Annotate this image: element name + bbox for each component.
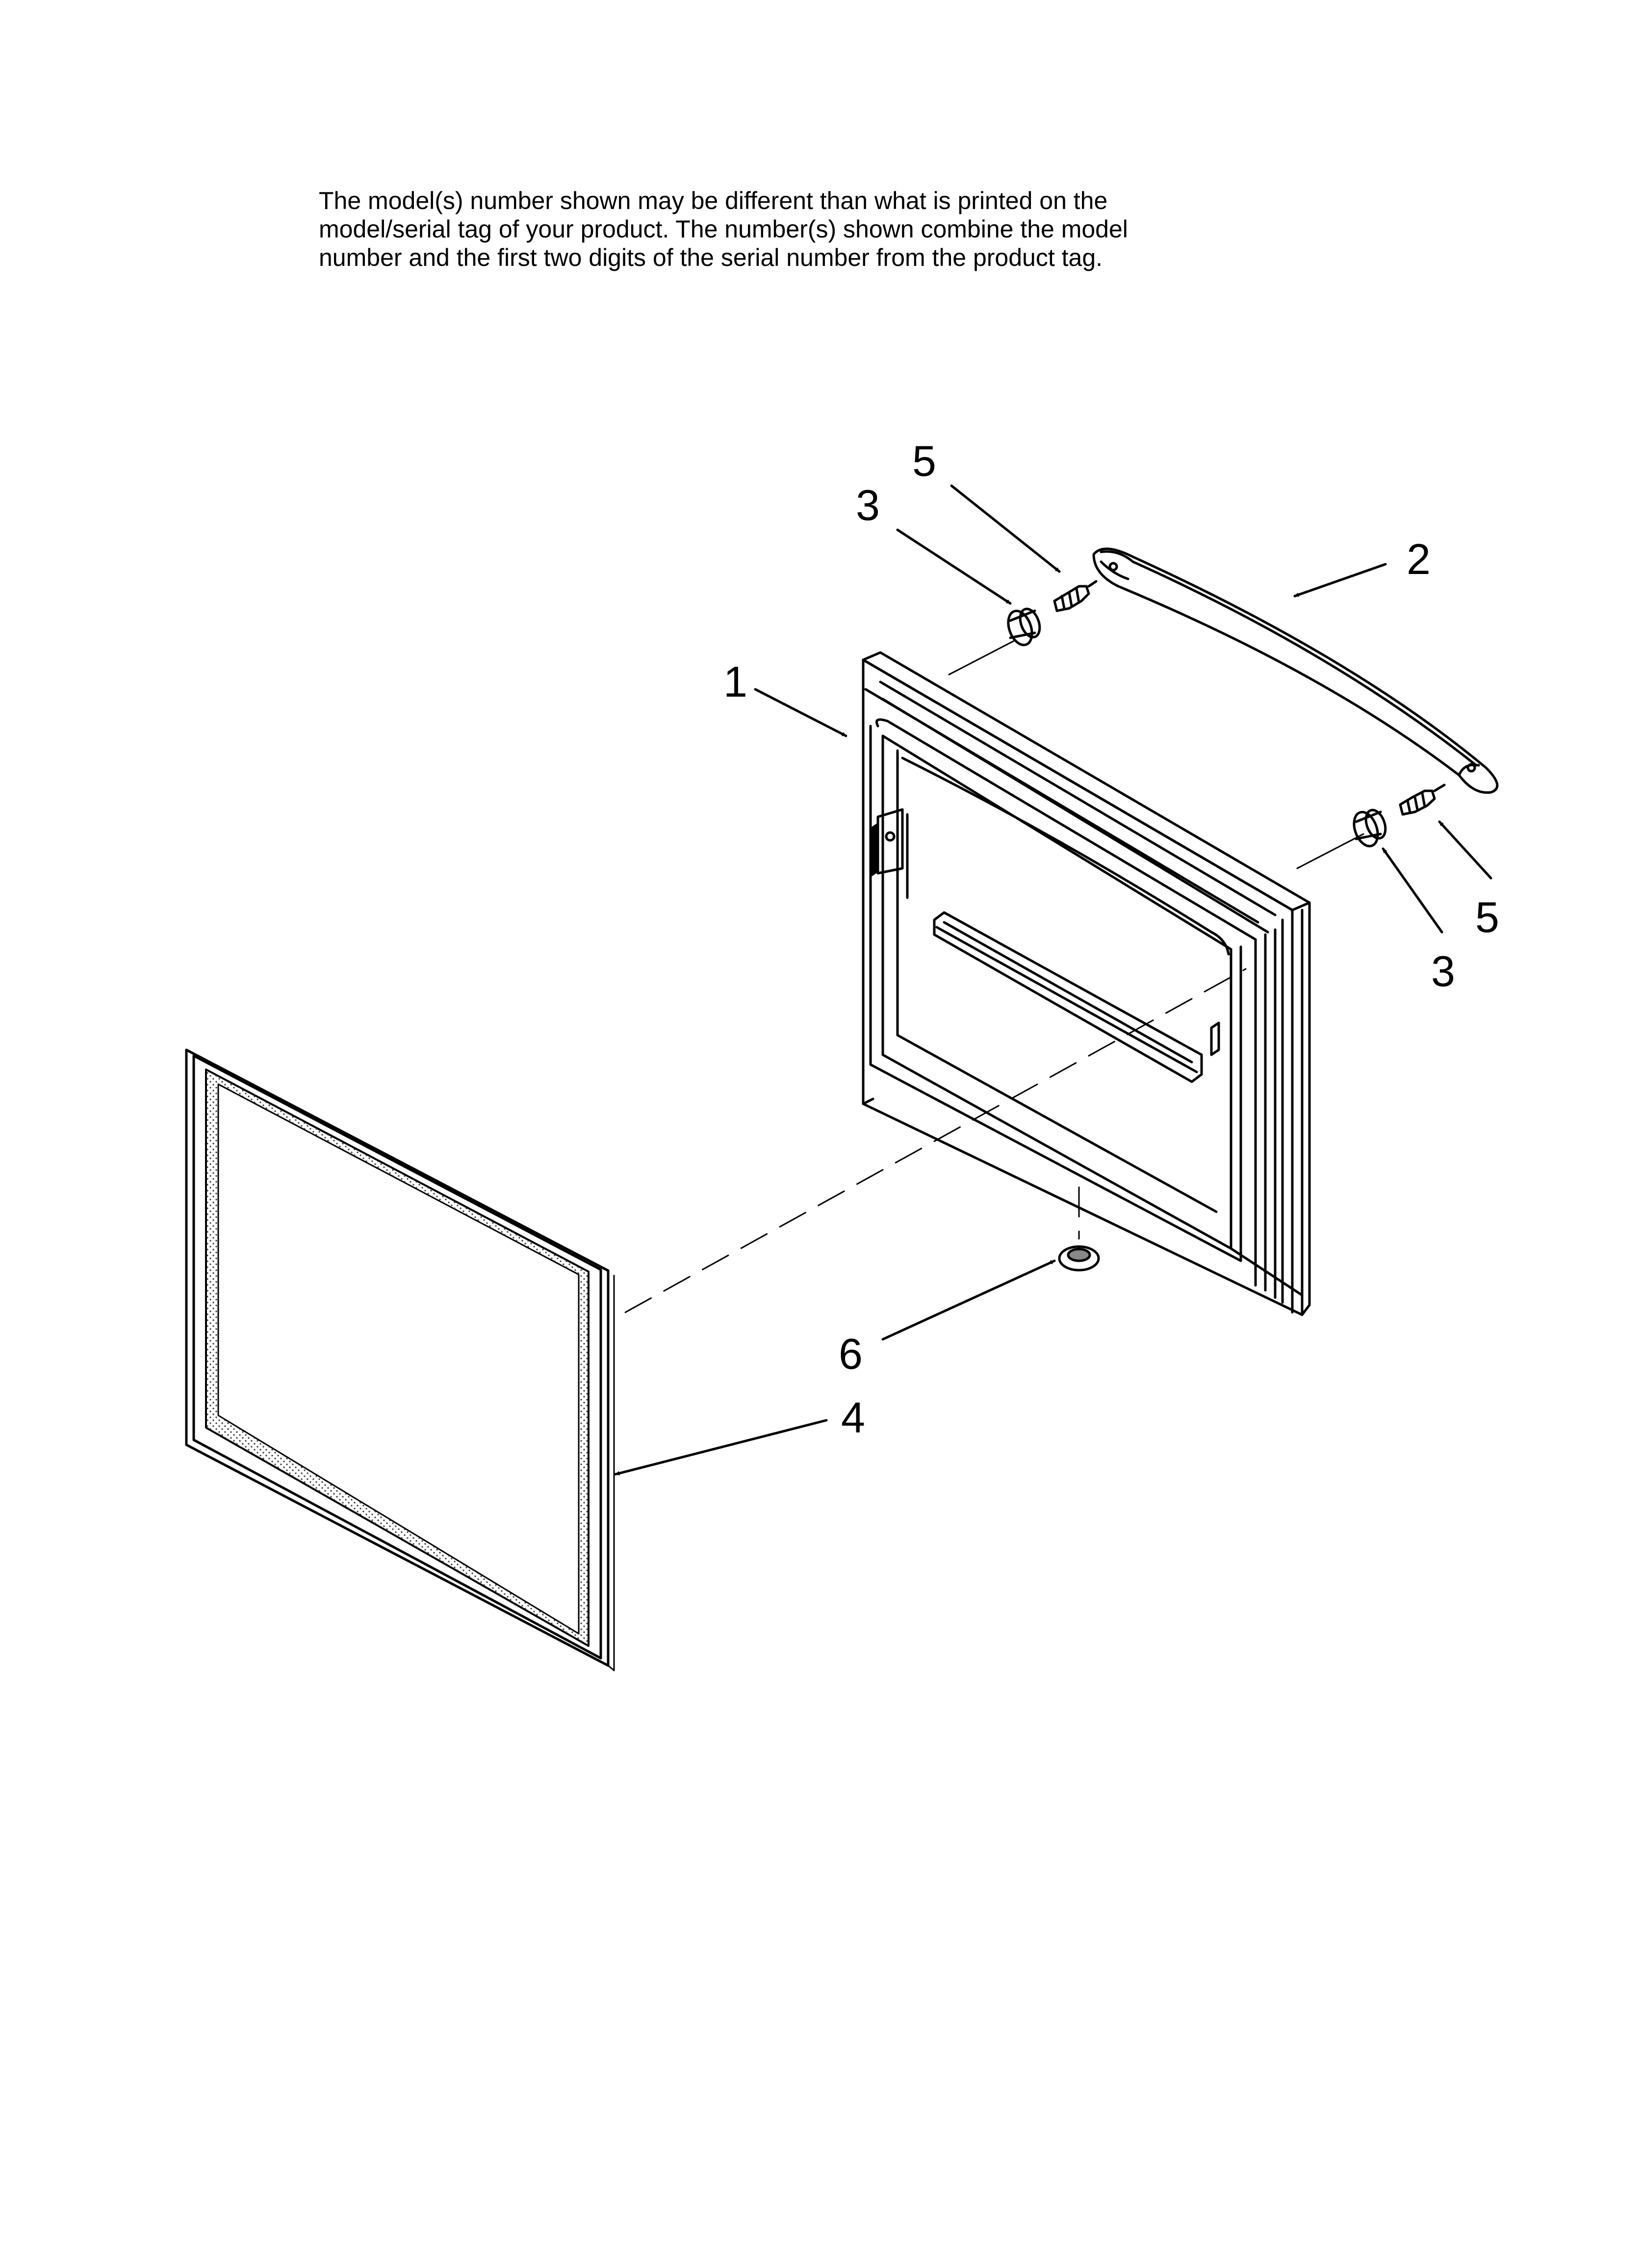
freezer-door — [862, 651, 1311, 1316]
arrow-4 — [614, 1419, 828, 1476]
assembly-guide-lines — [624, 968, 1247, 1313]
note-line-2: model/serial tag of your product. The nu… — [319, 215, 1128, 243]
callout-3-upper: 3 — [856, 481, 880, 529]
handle-stud-upper — [1007, 607, 1041, 647]
callout-4: 4 — [841, 1393, 865, 1442]
arrow-6 — [881, 1259, 1056, 1341]
arrow-3-right — [1382, 847, 1443, 934]
door-gasket — [185, 1048, 615, 1671]
note-line-1: The model(s) number shown may be differe… — [319, 187, 1108, 214]
callout-1: 1 — [723, 657, 747, 706]
callout-5-upper: 5 — [912, 437, 936, 485]
handle-connector-lines — [948, 639, 1364, 869]
arrow-3-upper — [896, 528, 1012, 605]
door-plug — [1058, 1245, 1100, 1272]
handle-screw-upper — [1053, 580, 1098, 612]
handle-stud-right — [1353, 808, 1387, 848]
callout-2: 2 — [1407, 535, 1431, 583]
door-handle — [1092, 547, 1499, 794]
callout-5-right: 5 — [1475, 893, 1499, 941]
arrow-5-upper — [950, 484, 1061, 573]
note-line-3: number and the first two digits of the s… — [319, 244, 1103, 271]
model-number-note: The model(s) number shown may be differe… — [319, 186, 1447, 272]
callout-6: 6 — [839, 1330, 863, 1378]
leader-arrows — [614, 484, 1492, 1476]
arrow-2 — [1293, 563, 1387, 598]
arrow-5-right — [1438, 820, 1492, 880]
arrow-1 — [754, 688, 847, 737]
handle-screw-right — [1399, 783, 1446, 816]
callout-3-right: 3 — [1431, 947, 1455, 995]
